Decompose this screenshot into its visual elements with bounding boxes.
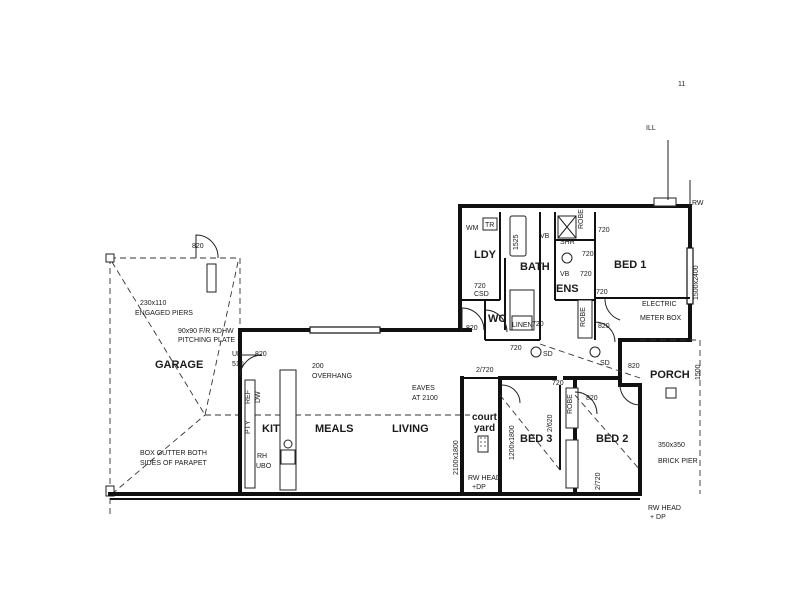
dim-1200x1800: 1200x1800 [509,425,516,460]
dim-820-garage: 820 [192,243,204,250]
pier-note-2: BRICK PIER [658,458,698,465]
dim-11: 11 [678,81,685,88]
room-labels: GARAGE KIT MEALS LIVING BATH LDY WC ENS … [155,249,690,445]
ref-label: REF [245,390,252,404]
outer-walls [108,204,694,500]
bed1-label: BED 1 [614,259,646,271]
dw-label: DW [255,391,262,403]
dim-820-bed2: 820 [586,395,598,402]
overhang-note-2: OVERHANG [312,373,352,380]
fixtures [280,197,677,489]
eaves-note-1: EAVES [412,385,435,392]
bed3-label: BED 3 [520,433,552,445]
robe1-label: ROBE [578,209,585,229]
rw-head-note-4: + DP [650,514,666,521]
bed2-label: BED 2 [596,433,628,445]
dim-720-robe-top: 720 [598,227,610,234]
rh-label: RH [257,453,267,460]
dim-820-bed1: 820 [598,323,610,330]
rw-head-note-1: RW HEAD [468,475,501,482]
dim-820-porch: 820 [628,363,640,370]
csd-label: CSD [474,291,489,298]
vb-label: VB [540,233,550,240]
ubo-label: UBO [256,463,272,470]
dim-720-linen: 720 [532,321,544,328]
door-swings [239,140,701,494]
dim-1500x2400: 1500x2400 [693,265,700,300]
sd2-label: SD [600,360,610,367]
fixture-labels: TR WM VB VB SHR LINEN ROBE ROBE ROBE REF… [232,209,610,470]
dim-720-wc: 720 [510,345,522,352]
ldy-label: LDY [474,249,497,261]
robe3-label: ROBE [567,394,574,414]
gutter-note-1: BOX GUTTER BOTH [140,450,207,457]
dim-2x720-b: 2/720 [595,472,602,490]
pty-label: PTY [245,420,252,434]
living-label: LIVING [392,423,429,435]
garage-label: GARAGE [155,359,203,371]
pier-note-1: 350x350 [658,442,685,449]
dimensions: 820 820 820 820 820 820 720 720 720 720 … [192,81,702,490]
dim-720-ens-top: 720 [582,251,594,258]
dim-720-csd: 720 [474,283,486,290]
ens-label: ENS [556,283,579,295]
rw-head-note-3: RW HEAD [648,505,681,512]
courtyard-label-2: yard [474,423,495,434]
dim-720-ens-side: 720 [580,271,592,278]
dim-1525: 1525 [513,234,520,250]
courtyard-label-1: court [472,412,498,423]
dim-820-laundry: 820 [466,325,478,332]
meter-note-1: ELECTRIC [642,301,677,308]
piers-note-1: 230x110 [140,300,166,307]
rw-head-note-2: +DP [472,484,486,491]
dim-720-ens-bot: 720 [596,289,608,296]
garage-zone [105,234,470,518]
dim-720-robe-low: 720 [552,380,564,387]
gutter-note-2: SIDES OF PARAPET [140,460,207,467]
pitching-note-2: PITCHING PLATE [178,337,235,344]
pitching-note-1: 90x90 F/R KDHW [178,328,234,335]
wc-label: WC [488,313,506,325]
tr-label: TR [485,222,494,229]
kit-label: KIT [262,423,280,435]
ill-note: ILL [646,125,656,132]
dim-2x720-a: 2/720 [476,367,494,374]
sd1-label: SD [543,351,553,358]
overhang-note-1: 200 [312,363,324,370]
dim-820-kitchen: 820 [255,351,267,358]
eaves-note-2: AT 2100 [412,395,438,402]
bath-label: BATH [520,261,550,273]
meter-note-2: METER BOX [640,315,682,322]
notes: 230x110 ENGAGED PIERS 90x90 F/R KDHW PIT… [135,125,704,521]
up-label: UP [232,351,242,358]
dim-1500: 1500 [695,364,702,380]
porch-label: PORCH [650,369,690,381]
vb2-label: VB [560,271,570,278]
rw-note: RW [692,200,704,207]
linen-label: LINEN [512,322,533,329]
shr-label: SHR [560,239,575,246]
wm-label: WM [466,225,479,232]
dim-2x620: 2/620 [547,414,554,432]
piers-note-2: ENGAGED PIERS [135,310,193,317]
robe2-label: ROBE [580,307,587,327]
meals-label: MEALS [315,423,354,435]
dim-2100x1800: 2100x1800 [453,440,460,475]
dim-510: 510 [232,361,244,368]
interior-walls [244,212,690,496]
